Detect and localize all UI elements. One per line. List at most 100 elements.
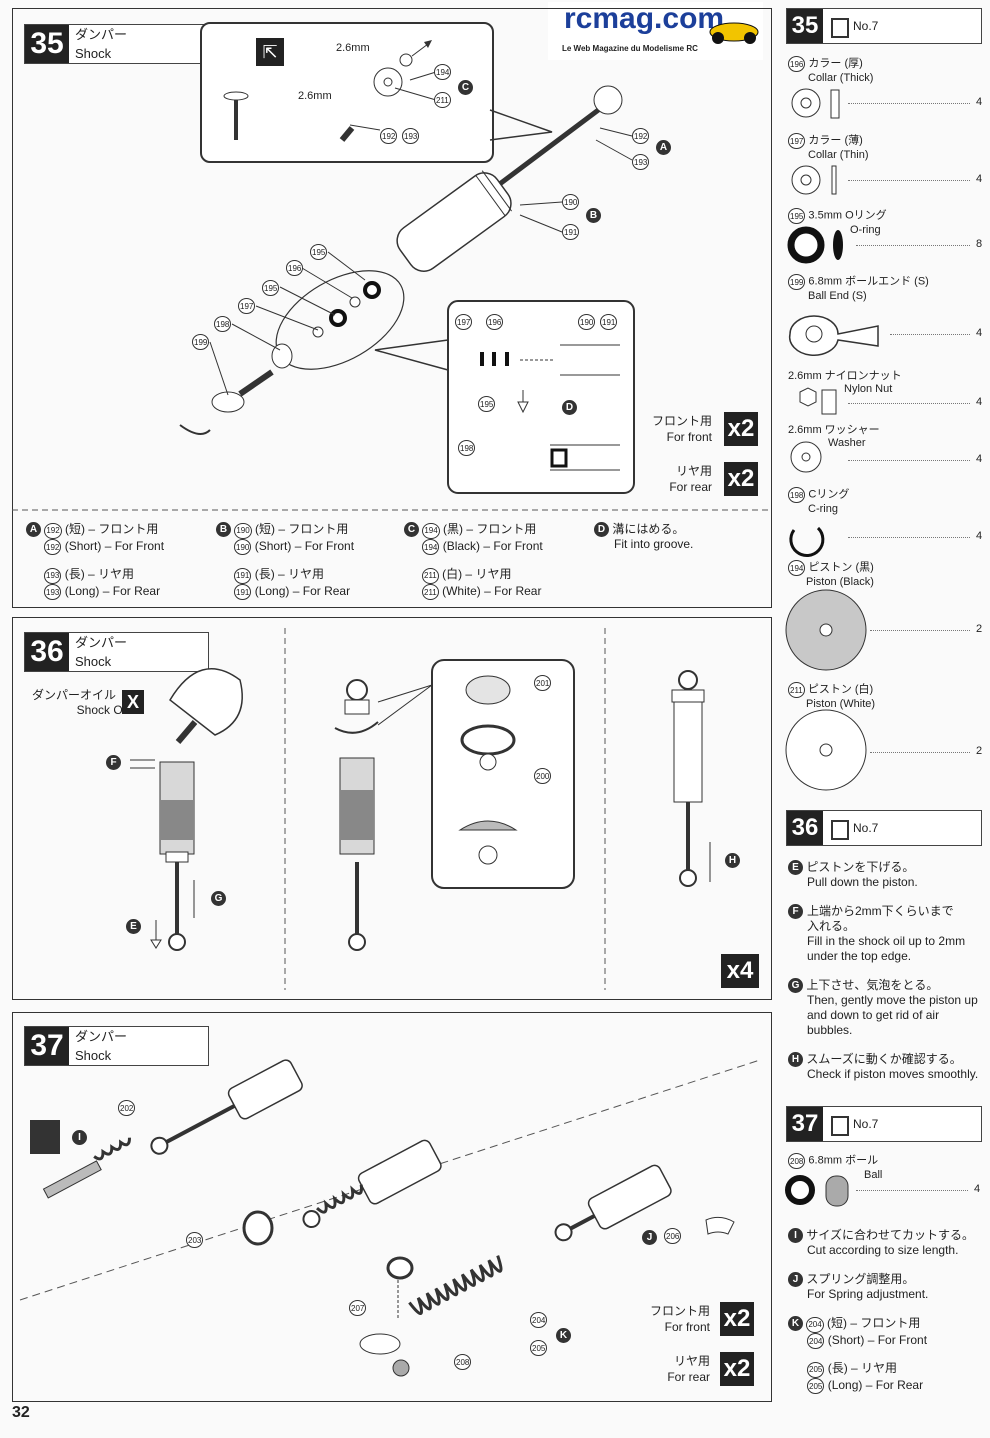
letter-g-marker: G	[211, 891, 226, 906]
logo-tagline: Le Web Magazine du Modelisme RC	[562, 44, 698, 53]
callout-201: 201	[534, 675, 552, 691]
step35-title-jp: ダンパー	[75, 27, 128, 42]
step35-number: 35	[25, 25, 69, 63]
callout-202: 202	[118, 1100, 136, 1116]
note-g: G 上下させ、気泡をとる。 Then, gently move the pist…	[788, 978, 986, 1038]
step35-note-b: B 190 (短) – フロント用 190 (Short) – For Fron…	[216, 522, 396, 600]
part-199: 199 6.8mm ボールエンド (S) Ball End (S)	[788, 274, 929, 302]
letter-b-marker: B	[586, 208, 601, 223]
shock-oil-label-en: Shock Oil	[76, 703, 128, 717]
callout-195-b: 195	[262, 280, 280, 296]
parts-bag-icon	[831, 18, 849, 38]
letter-e-marker: E	[126, 919, 141, 934]
step35-rear-jp: リヤ用	[675, 464, 712, 478]
callout-194: 194	[434, 64, 452, 80]
part-washer: 2.6mm ワッシャー Washer	[788, 424, 880, 449]
note-k: K 204 (短) – フロント用 204 (Short) – For Fron…	[788, 1316, 986, 1394]
step36-number: 36	[25, 633, 69, 671]
step37-title-jp: ダンパー	[75, 1029, 128, 1044]
part-195: 195 3.5mm Oリング O-ring	[788, 208, 887, 236]
sidebar-36-bag: No.7	[853, 821, 879, 835]
step35-rear-en: For rear	[669, 480, 712, 494]
step35-inset: ⇱ 2.6mm 2.6mm	[200, 22, 494, 163]
sidebar-35-number: 35	[787, 9, 823, 43]
step36-frame	[12, 617, 772, 1000]
step37-header: 37 ダンパー Shock	[24, 1026, 209, 1066]
step35-front-en: For front	[666, 430, 712, 444]
part-196: 196 カラー (厚) Collar (Thick)	[788, 56, 874, 84]
part-195-qty: 8	[976, 238, 983, 250]
part-nylon-nut-qty: 4	[976, 396, 983, 408]
logo-car-icon	[709, 22, 759, 44]
step37-rear-en: For rear	[667, 1370, 710, 1384]
step37-rear-jp: リヤ用	[673, 1354, 710, 1368]
shock-oil-label-jp: ダンパーオイル	[31, 688, 116, 702]
part-211: 211 ピストン (白) Piston (White)	[788, 682, 876, 710]
letter-j-marker: J	[642, 1230, 657, 1245]
letter-c-marker: C	[458, 80, 473, 95]
letter-d-marker: D	[562, 400, 577, 415]
step35-rear-qty: x2	[724, 462, 758, 496]
part-196-qty: 4	[976, 96, 983, 108]
groove-callout-195: 195	[478, 396, 496, 412]
step37-frame	[12, 1012, 772, 1402]
groove-callout-198: 198	[458, 440, 476, 456]
step35-note-d: D 溝にはめる。 Fit into groove.	[594, 522, 764, 552]
step35-front-qty: x2	[724, 412, 758, 446]
parts-bag-icon	[831, 820, 849, 840]
step36-title-en: Shock	[75, 654, 112, 669]
part-washer-qty: 4	[976, 453, 983, 465]
part-208-qty: 4	[974, 1183, 981, 1195]
callout-192-inset: 192	[380, 128, 398, 144]
callout-197: 197	[238, 298, 256, 314]
step37-front-jp: フロント用	[649, 1304, 710, 1318]
callout-199: 199	[192, 334, 210, 350]
callout-190: 190	[562, 194, 580, 210]
callout-192: 192	[632, 128, 650, 144]
callout-191: 191	[562, 224, 580, 240]
part-nylon-nut: 2.6mm ナイロンナット Nylon Nut	[788, 370, 902, 395]
note-e: E ピストンを下げる。 Pull down the piston.	[788, 860, 986, 890]
step37-front-qty: x2	[720, 1302, 754, 1336]
letter-i-marker: I	[72, 1130, 87, 1145]
logo-brand: rcmag.com	[564, 2, 725, 35]
groove-callout-197: 197	[455, 314, 473, 330]
part-194-qty: 2	[976, 623, 983, 635]
step35-front-jp: フロント用	[651, 414, 712, 428]
note-c-letter: C	[404, 522, 419, 538]
letter-a-marker: A	[656, 140, 671, 155]
note-h: H スムーズに動くか確認する。 Check if piston moves sm…	[788, 1052, 986, 1082]
magnify-icon: ⇱	[256, 38, 284, 66]
sidebar-35-bag: No.7	[853, 19, 879, 33]
callout-203: 203	[186, 1232, 204, 1248]
step37-number: 37	[25, 1027, 69, 1065]
callout-193-inset: 193	[402, 128, 420, 144]
sidebar-36-number: 36	[787, 811, 823, 845]
page-number: 32	[12, 1404, 30, 1421]
callout-206: 206	[664, 1228, 682, 1244]
callout-208: 208	[454, 1354, 472, 1370]
step35-title-en: Shock	[75, 46, 112, 61]
step36-title-jp: ダンパー	[75, 635, 128, 650]
note-a-letter: A	[26, 522, 41, 538]
note-i: I サイズに合わせてカットする。 Cut according to size l…	[788, 1228, 986, 1258]
note-j: J スプリング調整用。 For Spring adjustment.	[788, 1272, 986, 1302]
step37-rear-qty: x2	[720, 1352, 754, 1386]
part-198-qty: 4	[976, 530, 983, 542]
step36-qty: x4	[721, 954, 759, 988]
sidebar-37-header: 37 No.7	[786, 1106, 982, 1142]
inset-size-2: 2.6mm	[298, 90, 332, 102]
part-199-qty: 4	[976, 327, 983, 339]
groove-callout-191: 191	[600, 314, 618, 330]
callout-195-a: 195	[310, 244, 328, 260]
step35-note-a: A 192 (短) – フロント用 192 (Short) – For Fron…	[26, 522, 206, 600]
sidebar-37-number: 37	[787, 1107, 823, 1141]
sidebar-36-header: 36 No.7	[786, 810, 982, 846]
part-194: 194 ピストン (黒) Piston (Black)	[788, 560, 874, 588]
part-211-qty: 2	[976, 745, 983, 757]
callout-204: 204	[530, 1312, 548, 1328]
step37-title-en: Shock	[75, 1048, 112, 1063]
letter-k-marker: K	[556, 1328, 571, 1343]
letter-f-marker: F	[106, 755, 121, 770]
